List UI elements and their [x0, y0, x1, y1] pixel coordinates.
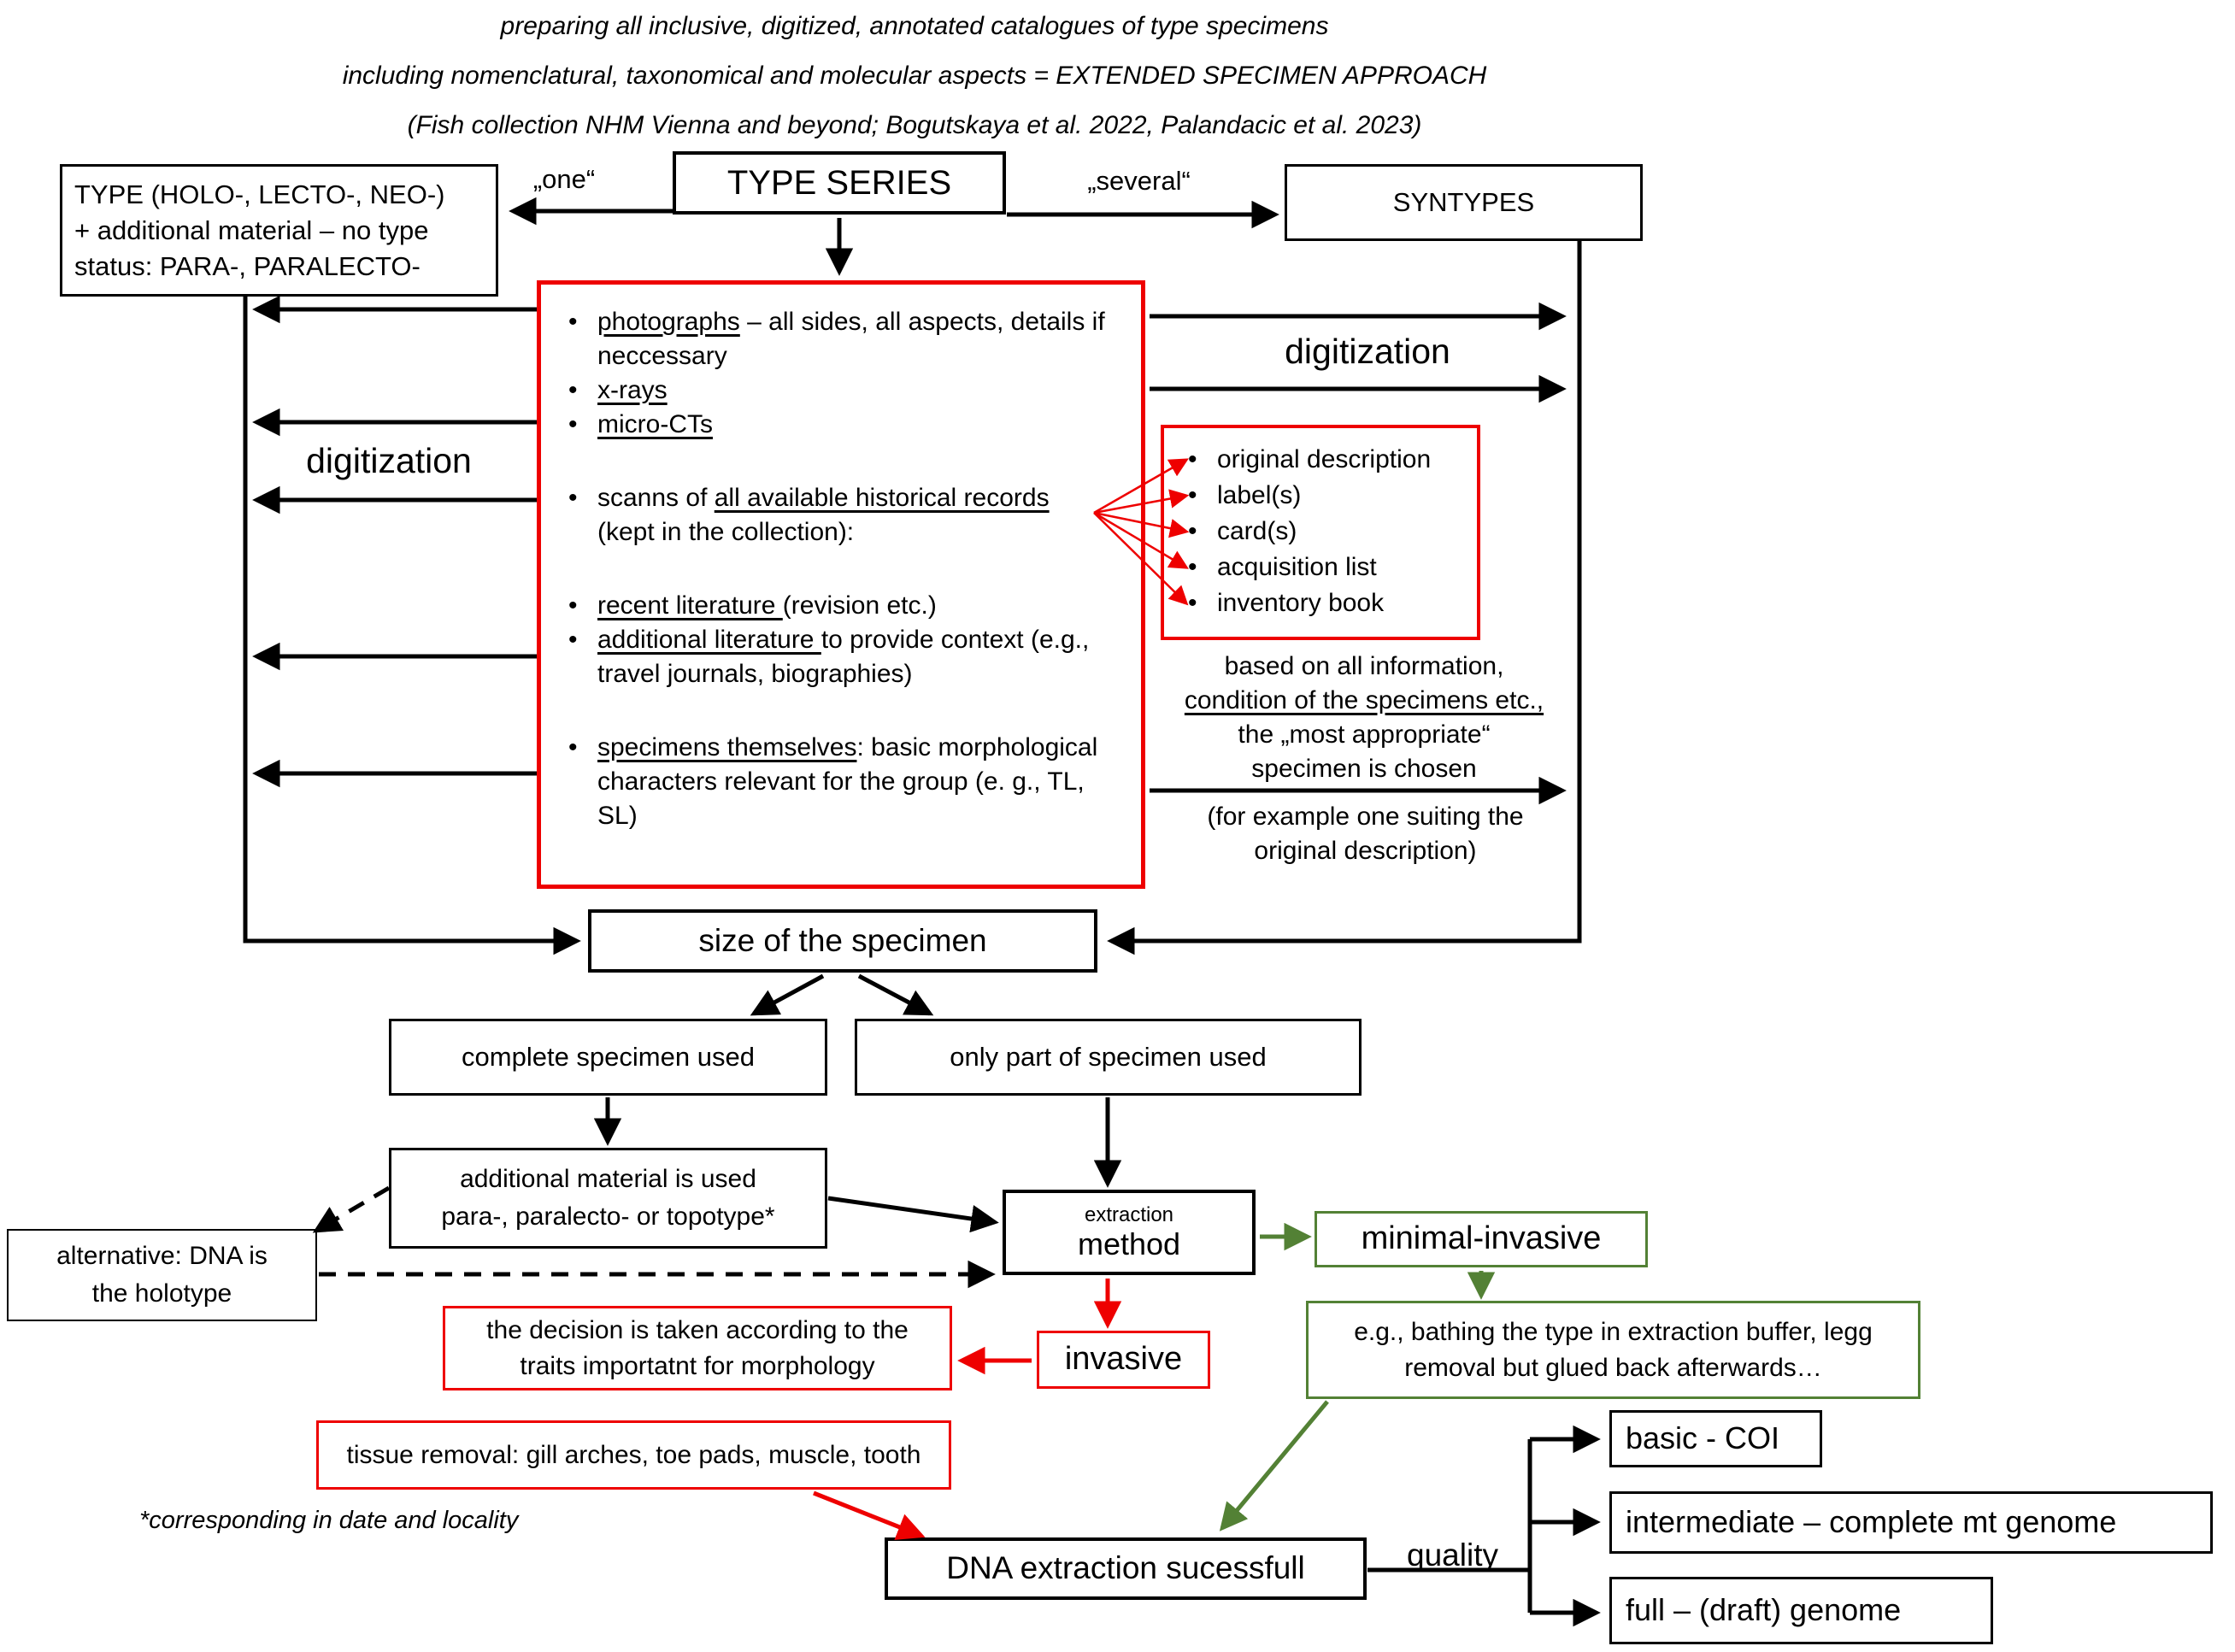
decision-line: the decision is taken according to the [486, 1315, 909, 1344]
item-text: (kept in the collection): [597, 518, 855, 546]
quality-intermediate-label: intermediate – complete mt genome [1626, 1504, 2117, 1540]
item-underlined: all available historical records [714, 484, 1050, 512]
complete-specimen-box: complete specimen used [389, 1019, 827, 1096]
item-underlined: x-rays [597, 376, 668, 404]
size-of-specimen-label: size of the specimen [698, 922, 987, 958]
minimal-invasive-example-line: removal but glued back afterwards… [1404, 1353, 1822, 1382]
arrow-size-to-complete [750, 973, 825, 1016]
alternative-holotype-line: the holotype [91, 1279, 232, 1308]
footnote: *corresponding in date and locality [139, 1507, 519, 1534]
minimal-invasive-label: minimal-invasive [1361, 1220, 1602, 1257]
checklist-item-microct: micro-CTs [558, 408, 1109, 442]
type-series-box: TYPE SERIES [673, 151, 1006, 215]
extraction-method-big-label: method [1077, 1226, 1181, 1261]
item-underlined: micro-CTs [597, 410, 713, 438]
type-material-box: TYPE (HOLO-, LECTO-, NEO-) + additional … [60, 164, 498, 297]
item-underlined: additional literature [597, 626, 821, 654]
alternative-holotype-box: alternative: DNA is the holotype [7, 1229, 317, 1321]
record-item: card(s) [1178, 514, 1467, 550]
record-item: acquisition list [1178, 550, 1467, 585]
extraction-method-box: extraction method [1003, 1190, 1256, 1275]
minimal-invasive-example-line: e.g., bathing the type in extraction buf… [1354, 1317, 1873, 1346]
header-line-1: preparing all inclusive, digitized, anno… [500, 12, 1329, 40]
selection-note-line-underlined: condition of the specimens etc., [1184, 686, 1544, 714]
dashed-arrow-additional-to-alternative [312, 1185, 391, 1233]
quality-full-label: full – (draft) genome [1626, 1592, 1902, 1628]
tissue-removal-label: tissue removal: gill arches, toe pads, m… [346, 1441, 921, 1469]
checklist-panel: photographs – all sides, all aspects, de… [537, 280, 1145, 889]
arrow-tissue-to-dna [813, 1490, 926, 1540]
several-label: „several“ [1087, 166, 1191, 196]
additional-material-box: additional material is used para-, paral… [389, 1148, 827, 1249]
rail-left-to-size-box [243, 297, 581, 955]
invasive-box: invasive [1037, 1331, 1210, 1389]
record-item: inventory book [1178, 585, 1467, 621]
syntypes-label: SYNTYPES [1392, 186, 1535, 217]
type-material-line: TYPE (HOLO-, LECTO-, NEO-) [74, 179, 445, 209]
checklist-item-xrays: x-rays [558, 373, 1109, 408]
digitization-right-label: digitization [1285, 332, 1450, 371]
additional-material-line: additional material is used [460, 1165, 756, 1193]
item-underlined: photographs [597, 308, 740, 336]
selection-example-line: (for example one suiting the [1207, 802, 1524, 831]
one-label: „one“ [532, 164, 596, 194]
historical-records-panel: original description label(s) card(s) ac… [1161, 425, 1480, 640]
item-text: : basic morphological characters relevan… [597, 733, 1098, 830]
selection-example-note: (for example one suiting the original de… [1188, 800, 1543, 868]
quality-basic-label: basic - COI [1626, 1420, 1780, 1456]
item-text: scanns of [597, 484, 715, 512]
quality-full-box: full – (draft) genome [1609, 1577, 1993, 1644]
minimal-invasive-example-box: e.g., bathing the type in extraction buf… [1306, 1301, 1920, 1399]
type-material-line: + additional material – no type [74, 215, 429, 245]
selection-example-line: original description) [1254, 837, 1477, 865]
item-text: (revision etc.) [782, 591, 937, 620]
checklist-item-additional-literature: additional literature to provide context… [558, 623, 1109, 691]
arrow-size-to-part [857, 973, 934, 1016]
selection-note-line: based on all information, [1224, 652, 1504, 680]
complete-specimen-label: complete specimen used [462, 1041, 755, 1072]
item-underlined: recent literature [597, 591, 783, 620]
checklist-item-specimens: specimens themselves: basic morphologica… [558, 731, 1109, 833]
quality-intermediate-box: intermediate – complete mt genome [1609, 1491, 2213, 1554]
part-specimen-box: only part of specimen used [855, 1019, 1362, 1096]
type-series-label: TYPE SERIES [726, 164, 952, 202]
checklist-item-photographs: photographs – all sides, all aspects, de… [558, 305, 1109, 373]
additional-material-line: para-, paralecto- or topotype* [441, 1202, 775, 1231]
record-item: label(s) [1178, 478, 1467, 514]
part-specimen-label: only part of specimen used [950, 1041, 1267, 1072]
header-line-3: (Fish collection NHM Vienna and beyond; … [407, 111, 1422, 139]
quality-basic-box: basic - COI [1609, 1410, 1822, 1467]
selection-note-line: specimen is chosen [1251, 755, 1477, 783]
item-text: to provide context (e.g., travel journal… [597, 626, 1090, 688]
selection-note: based on all information, condition of t… [1154, 650, 1574, 786]
size-of-specimen-box: size of the specimen [588, 909, 1097, 973]
quality-label: quality [1407, 1537, 1498, 1573]
decision-line: traits importatnt for morphology [520, 1351, 875, 1380]
type-material-line: status: PARA-, PARALECTO- [74, 250, 421, 281]
decision-box: the decision is taken according to the t… [443, 1306, 952, 1390]
checklist-item-scans: scanns of all available historical recor… [558, 481, 1109, 550]
item-underlined: specimens themselves [597, 733, 857, 761]
alternative-holotype-line: alternative: DNA is [56, 1242, 268, 1270]
syntypes-box: SYNTYPES [1285, 164, 1643, 241]
minimal-invasive-box: minimal-invasive [1315, 1211, 1648, 1267]
dna-extraction-label: DNA extraction sucessfull [946, 1550, 1305, 1586]
tissue-removal-box: tissue removal: gill arches, toe pads, m… [316, 1420, 951, 1490]
arrow-additional-to-extraction [827, 1196, 999, 1233]
extraction-method-small-label: extraction [1084, 1203, 1174, 1226]
record-item: original description [1178, 442, 1467, 478]
invasive-label: invasive [1064, 1341, 1183, 1378]
digitization-left-label: digitization [306, 441, 472, 480]
item-text: – all sides, all aspects, details if nec… [597, 308, 1105, 370]
dna-extraction-box: DNA extraction sucessfull [885, 1537, 1367, 1600]
checklist-item-recent-literature: recent literature (revision etc.) [558, 589, 1109, 623]
arrow-example-to-dna [1219, 1400, 1329, 1531]
selection-note-line: the „most appropriate“ [1238, 720, 1491, 749]
header-line-2: including nomenclatural, taxonomical and… [342, 62, 1487, 90]
